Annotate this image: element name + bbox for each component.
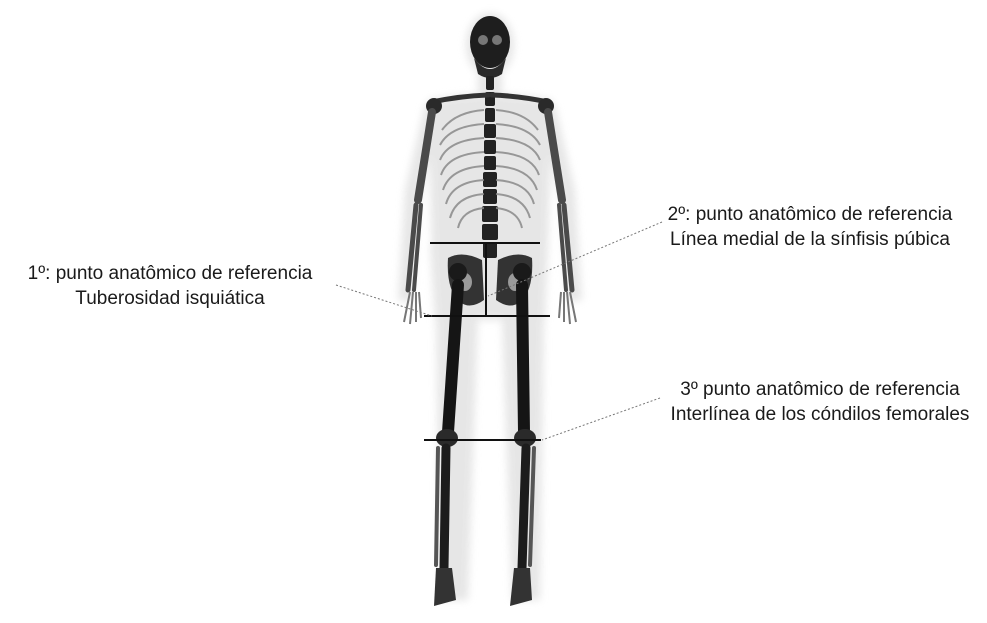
leader-line-ref1: [336, 285, 432, 316]
leader-line-ref3: [542, 398, 660, 440]
annotation-ref2-title: 2º: punto anatômico de referencia: [640, 202, 980, 227]
annotation-ref1-title: 1º: punto anatômico de referencia: [0, 261, 340, 286]
knees: [436, 429, 536, 447]
annotation-ref1-detail: Tuberosidad isquiática: [0, 286, 340, 311]
feet: [434, 568, 532, 606]
annotation-ref3: 3º punto anatômico de referencia Interlí…: [655, 377, 985, 427]
annotation-ref2-detail: Línea medial de la sínfisis púbica: [640, 227, 980, 252]
annotation-ref3-detail: Interlínea de los cóndilos femorales: [655, 402, 985, 427]
annotation-ref3-title: 3º punto anatômico de referencia: [655, 377, 985, 402]
annotation-ref2: 2º: punto anatômico de referencia Línea …: [640, 202, 980, 252]
annotation-ref1: 1º: punto anatômico de referencia Tubero…: [0, 261, 340, 311]
